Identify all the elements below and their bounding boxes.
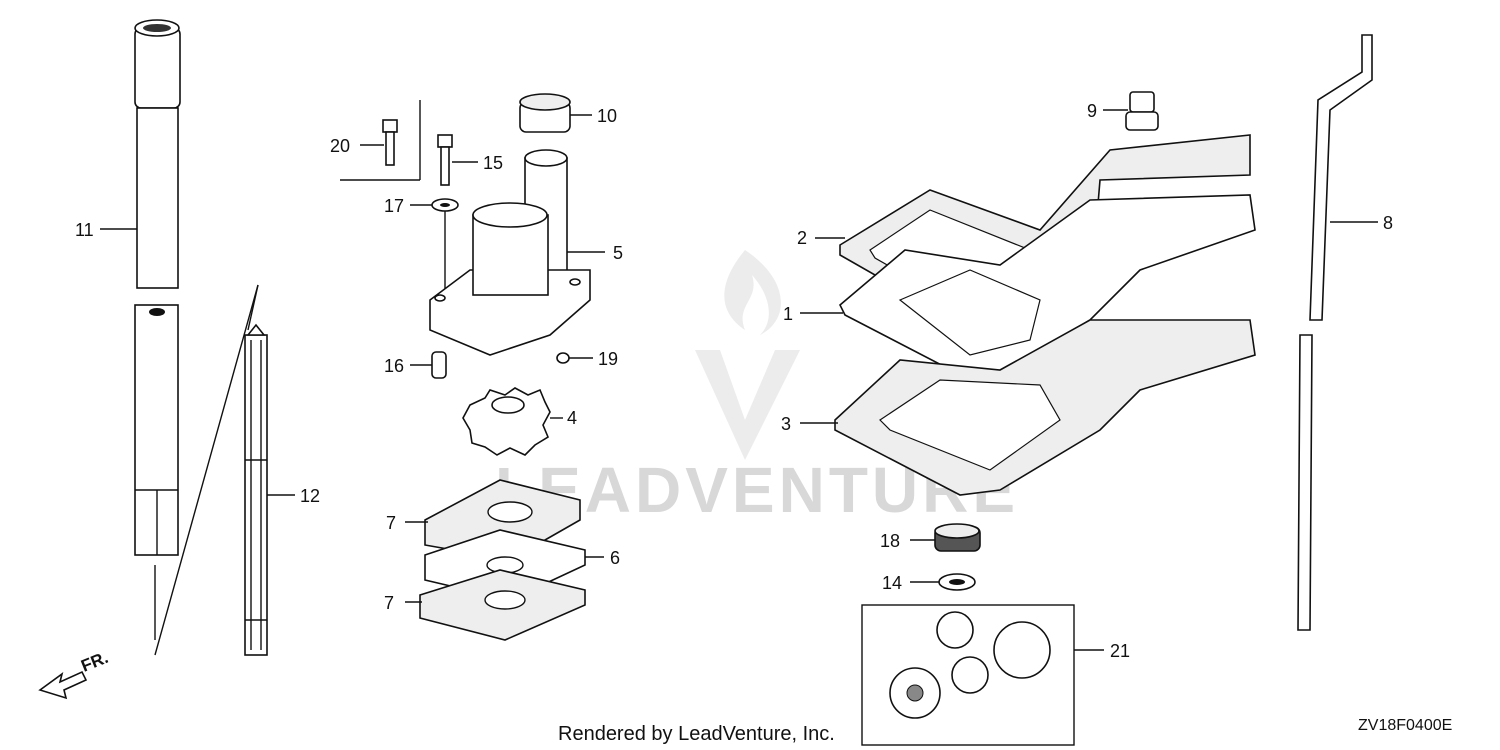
part-8-tube[interactable] (1297, 34, 1373, 631)
part-1-gasket[interactable] (839, 194, 1256, 386)
part-10-grommet[interactable] (519, 93, 571, 133)
callout-17[interactable]: 17 (384, 196, 404, 216)
front-direction-arrow (38, 670, 88, 700)
callout-8[interactable]: 8 (1383, 213, 1393, 233)
diagram-code: ZV18F0400E (1358, 717, 1452, 734)
watermark-logo (695, 250, 800, 460)
callout-19[interactable]: 19 (598, 349, 618, 369)
part-7-gasket-bottom[interactable] (419, 569, 586, 641)
part-4-impeller[interactable] (462, 387, 551, 456)
callout-15[interactable]: 15 (483, 153, 503, 173)
callout-5[interactable]: 5 (613, 243, 623, 263)
footer-credit: Rendered by LeadVenture, Inc. (558, 723, 835, 745)
callout-1[interactable]: 1 (783, 304, 793, 324)
callout-21[interactable]: 21 (1110, 641, 1130, 661)
callout-10[interactable]: 10 (597, 106, 617, 126)
part-18-bearing[interactable] (934, 523, 981, 552)
part-15-bolt[interactable] (437, 134, 453, 186)
callout-9[interactable]: 9 (1087, 101, 1097, 121)
part-14-washer[interactable] (938, 573, 976, 591)
callout-12[interactable]: 12 (300, 486, 320, 506)
part-12-shaft[interactable] (244, 323, 268, 656)
part-16-pin[interactable] (431, 351, 447, 379)
callout-18[interactable]: 18 (880, 531, 900, 551)
callout-14[interactable]: 14 (882, 573, 902, 593)
part-17-washer[interactable] (431, 198, 459, 212)
part-11-tube[interactable] (134, 19, 181, 556)
callout-3[interactable]: 3 (781, 414, 791, 434)
callout-6[interactable]: 6 (610, 548, 620, 568)
callout-7-bottom[interactable]: 7 (384, 593, 394, 613)
callout-7-top[interactable]: 7 (386, 513, 396, 533)
callout-11[interactable]: 11 (75, 220, 94, 240)
front-marker-label: FR. (78, 648, 111, 676)
part-9-grommet[interactable] (1125, 91, 1159, 131)
part-19-oring[interactable] (556, 352, 570, 364)
part-20-bolt[interactable] (382, 119, 398, 166)
part-5-pump-housing[interactable] (429, 149, 591, 356)
callout-20[interactable]: 20 (330, 136, 350, 156)
callout-4[interactable]: 4 (567, 408, 577, 428)
callout-16[interactable]: 16 (384, 356, 404, 376)
part-21-gear-kit[interactable] (861, 604, 1075, 746)
part-3-gasket[interactable] (834, 319, 1256, 496)
callout-2[interactable]: 2 (797, 228, 807, 248)
